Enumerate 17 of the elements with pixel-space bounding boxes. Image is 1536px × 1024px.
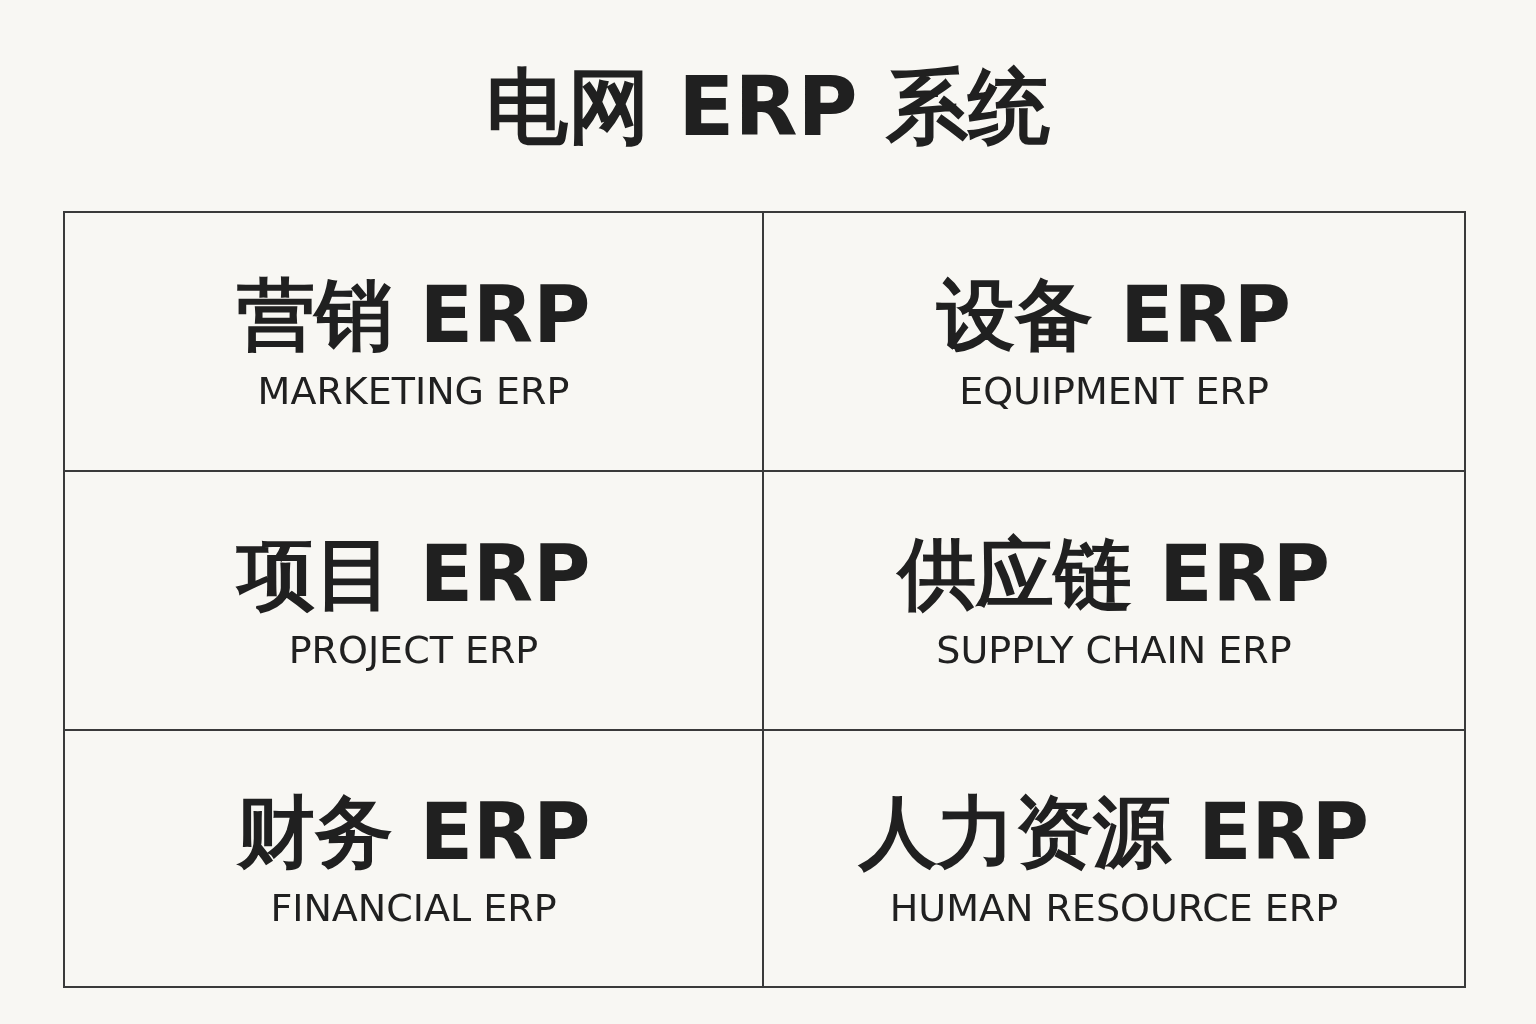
module-subtitle: FINANCIAL ERP [270, 884, 557, 932]
module-heading: 人力资源 ERP [859, 785, 1369, 879]
module-cell [762, 729, 1466, 988]
module-heading: 营销 ERP [236, 268, 591, 362]
module-heading: 供应链 ERP [898, 527, 1330, 621]
module-heading: 财务 ERP [236, 785, 591, 879]
module-subtitle: PROJECT ERP [288, 626, 539, 674]
module-subtitle: SUPPLY CHAIN ERP [936, 626, 1292, 674]
module-cell [762, 211, 1466, 472]
module-cell [63, 211, 764, 472]
module-heading: 项目 ERP [236, 527, 591, 621]
module-subtitle: EQUIPMENT ERP [959, 367, 1269, 415]
diagram-title: 电网 ERP 系统 [485, 58, 1051, 156]
module-heading: 设备 ERP [937, 268, 1291, 362]
module-subtitle: HUMAN RESOURCE ERP [889, 884, 1339, 932]
module-subtitle: MARKETING ERP [257, 367, 570, 415]
module-cell [63, 729, 764, 988]
